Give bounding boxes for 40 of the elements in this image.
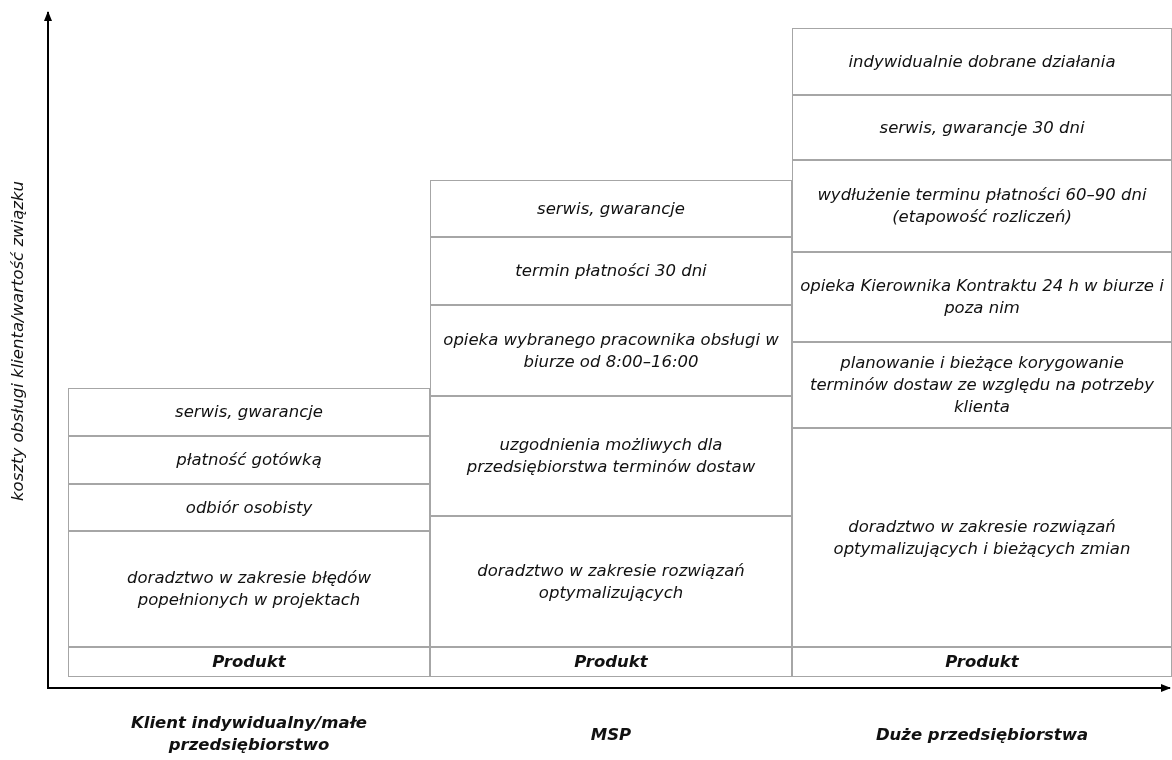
- table-cell: [68, 388, 430, 436]
- cell-text: opieka Kierownika Kontraktu 24 h w biurze i poza nim: [799, 275, 1165, 319]
- cell-text: Produkt: [573, 651, 649, 673]
- cell-text: doradztwo w zakresie rozwiązań optymalizujących i bieżących zmian: [832, 515, 1132, 560]
- table-cell: [792, 160, 1172, 252]
- cell-text: opieka wybranego pracownika obsługi w biurze od 8:00–16:00: [442, 328, 780, 373]
- table-cell: [430, 647, 792, 677]
- cell-text: serwis, gwarancje 30 dni: [878, 116, 1086, 139]
- cell-text: planowanie i bieżące korygowanie terminów dostaw ze względu na potrzeby klienta: [808, 352, 1156, 418]
- cell-text: serwis, gwarancje: [174, 401, 324, 423]
- table-cell: [68, 436, 430, 484]
- cell-text: termin płatności 30 dni: [514, 260, 708, 282]
- table-cell: [792, 428, 1172, 647]
- table-cell: [792, 95, 1172, 160]
- cell-text: indywidualnie dobrane działania: [847, 50, 1117, 73]
- table-cell: [792, 342, 1172, 428]
- cell-text: Produkt: [944, 651, 1020, 673]
- cell-text: uzgodnienia możliwych dla przedsiębiorstwa terminów dostaw: [465, 434, 757, 478]
- category-label: MSP: [589, 724, 633, 746]
- table-cell: [792, 28, 1172, 95]
- category-label: Klient indywidualny/małe przedsiębiorstwo: [129, 712, 369, 756]
- table-cell: [792, 252, 1172, 342]
- cell-text: doradztwo w zakresie rozwiązań optymalizujących: [476, 559, 746, 604]
- table-cell: [430, 305, 792, 396]
- table-cell: [68, 484, 430, 531]
- cell-text: Produkt: [211, 651, 287, 673]
- axis-label: koszty obsługi klienta/wartość związku: [7, 180, 28, 503]
- table-cell: [430, 516, 792, 647]
- cell-text: serwis, gwarancje: [536, 197, 686, 220]
- table-cell: [68, 531, 430, 647]
- cell-text: płatność gotówką: [175, 449, 323, 471]
- table-cell: [430, 396, 792, 516]
- category-label: Duże przedsiębiorstwa: [874, 724, 1090, 746]
- table-cell: [430, 237, 792, 305]
- cell-text: doradztwo w zakresie błędów popełnionych w projektach: [126, 567, 372, 611]
- table-cell: [68, 647, 430, 677]
- table-cell: [430, 180, 792, 237]
- cell-text: wydłużenie terminu płatności 60–90 dni (etapowość rozliczeń): [816, 184, 1148, 228]
- cell-text: odbiór osobisty: [184, 496, 314, 519]
- table-cell: [792, 647, 1172, 677]
